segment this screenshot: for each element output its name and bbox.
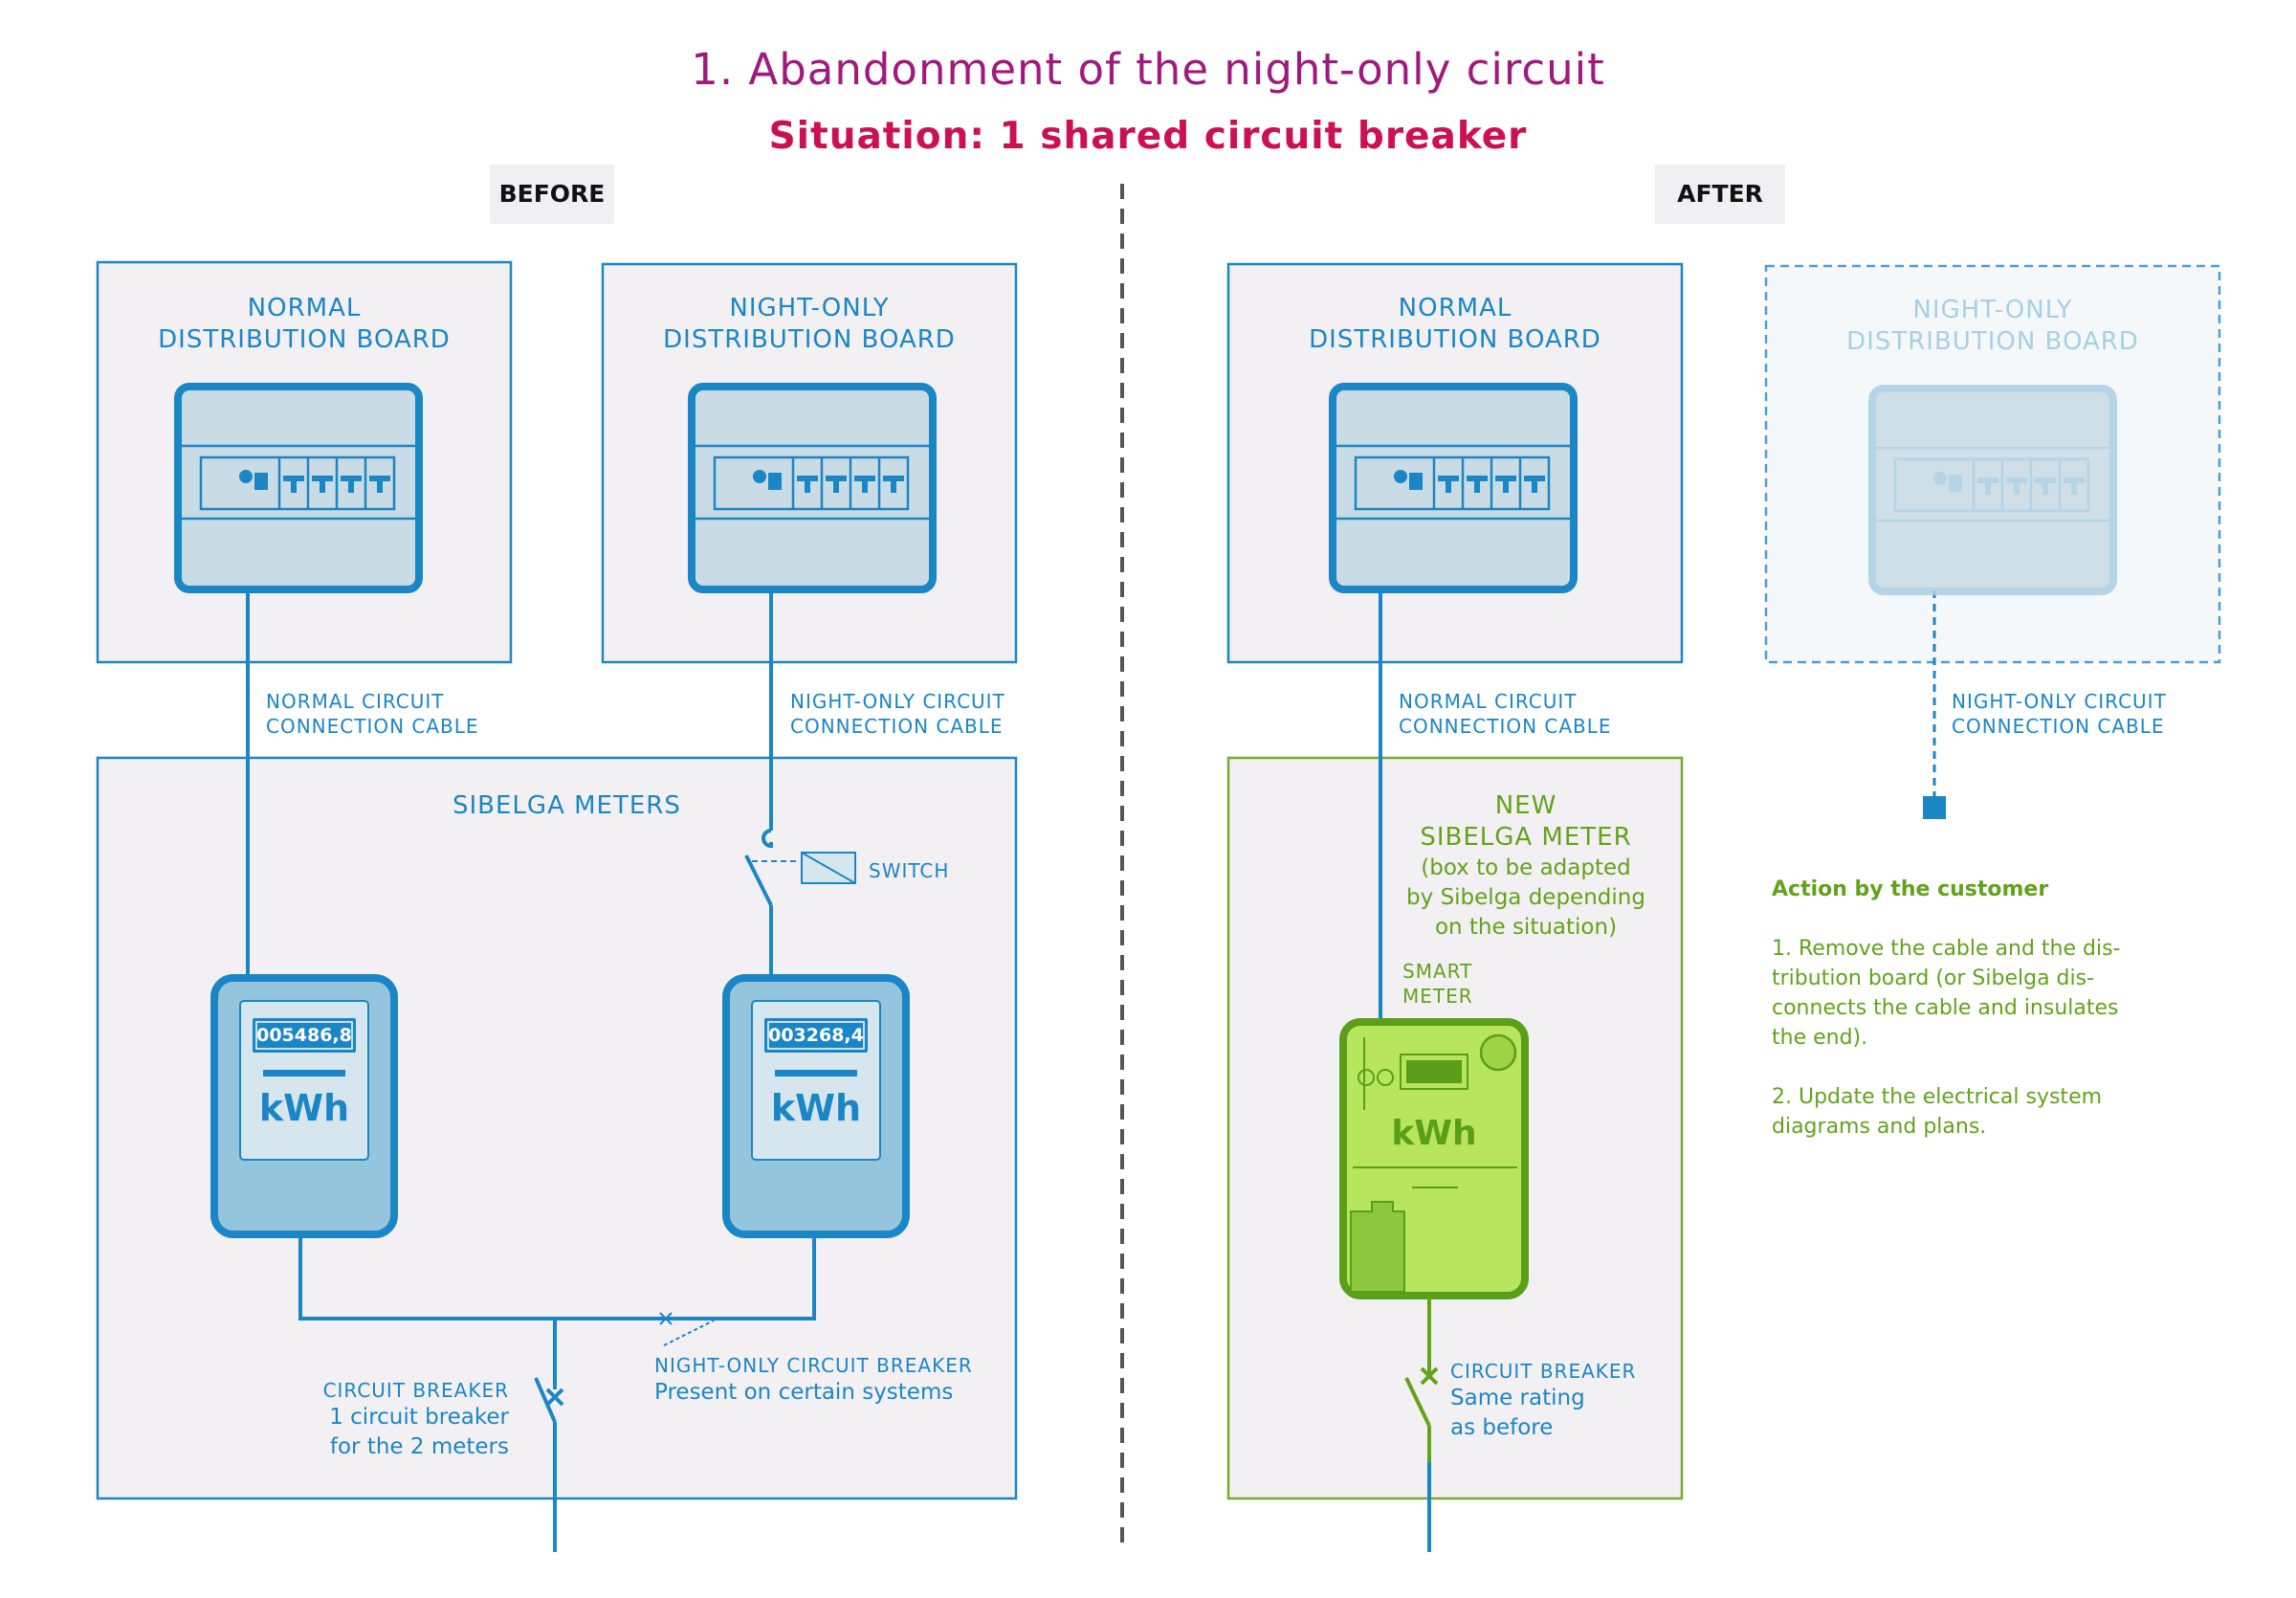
meter2-reading: 003268,4 <box>768 1025 864 1046</box>
night-board-label-before: NIGHT-ONLY DISTRIBUTION BOARD <box>603 293 1016 356</box>
breaker-cross-after <box>1420 1366 1439 1386</box>
customer-action-step2-line1: 2. Update the electrical system <box>1772 1085 2103 1109</box>
night-cable-label-line2: CONNECTION CABLE <box>790 715 1004 738</box>
normal-cable-label-line2: CONNECTION CABLE <box>266 715 479 738</box>
breaker-label-before: CIRCUIT BREAKER 1 circuit breaker for th… <box>287 1378 509 1462</box>
new-meter-line1: NEW <box>1494 791 1557 820</box>
smart-meter-unit: kWh <box>1391 1114 1477 1153</box>
new-meter-line2: SIBELGA METER <box>1420 823 1632 852</box>
switch-blade <box>744 854 773 906</box>
normal-board-label-line1: NORMAL <box>247 294 362 322</box>
new-meter-note2: by Sibelga depending <box>1406 885 1645 910</box>
breaker-cross <box>545 1387 564 1407</box>
normal-board-label-line1-after: NORMAL <box>1398 294 1512 322</box>
normal-board-label-line2-after: DISTRIBUTION BOARD <box>1309 325 1601 354</box>
breaker-line2-before: for the 2 meters <box>329 1434 509 1459</box>
night-breaker-label: NIGHT-ONLY CIRCUIT BREAKER Present on ce… <box>654 1353 973 1408</box>
before-tag: BEFORE <box>490 165 614 224</box>
insulated-end <box>1923 796 1946 819</box>
normal-board-label-line2: DISTRIBUTION BOARD <box>158 325 451 354</box>
customer-action-step1-line2: tribution board (or Sibelga dis- <box>1772 966 2095 990</box>
meters-title: SIBELGA METERS <box>453 791 681 820</box>
normal-cable-label-after: NORMAL CIRCUIT CONNECTION CABLE <box>1399 689 1612 739</box>
customer-action-step1-line3: connects the cable and insulates <box>1772 996 2119 1020</box>
night-cable-label-line1-after: NIGHT-ONLY CIRCUIT <box>1952 690 2167 713</box>
meter1-down <box>298 1236 555 1321</box>
night-breaker-note: Present on certain systems <box>654 1380 954 1405</box>
meter1-unit: kWh <box>258 1087 350 1129</box>
customer-action-panel: Action by the customer 1. Remove the cab… <box>1772 875 2231 1142</box>
night-cable-label-line1: NIGHT-ONLY CIRCUIT <box>790 690 1005 713</box>
breaker-line1-after: Same rating <box>1450 1386 1585 1410</box>
meter2-unit: kWh <box>770 1087 862 1129</box>
customer-action-step2-line2: diagrams and plans. <box>1772 1115 1987 1139</box>
after-tag: AFTER <box>1655 165 1785 224</box>
normal-cable-label-line1: NORMAL CIRCUIT <box>266 690 445 713</box>
normal-board-label-after: NORMAL DISTRIBUTION BOARD <box>1228 293 1682 356</box>
page-subtitle: Situation: 1 shared circuit breaker <box>768 115 1528 158</box>
night-board-symbol-after <box>1872 388 2113 591</box>
normal-board-symbol-after <box>1333 387 1574 589</box>
breaker-line2-after: as before <box>1450 1415 1554 1440</box>
breaker-label-after: CIRCUIT BREAKER Same rating as before <box>1450 1359 1636 1443</box>
breaker-blade <box>534 1377 557 1423</box>
page-title: 1. Abandonment of the night-only circuit <box>691 44 1605 95</box>
normal-cable-label-line2-after: CONNECTION CABLE <box>1399 715 1612 738</box>
night-cable-label-before: NIGHT-ONLY CIRCUIT CONNECTION CABLE <box>790 689 1005 739</box>
night-cable-label-line2-after: CONNECTION CABLE <box>1952 715 2165 738</box>
normal-board-label-before: NORMAL DISTRIBUTION BOARD <box>98 293 511 356</box>
breaker-line1-before: 1 circuit breaker <box>329 1405 509 1430</box>
night-cable-label-after: NIGHT-ONLY CIRCUIT CONNECTION CABLE <box>1952 689 2167 739</box>
normal-cable-label-line1-after: NORMAL CIRCUIT <box>1399 690 1578 713</box>
smart-meter-symbol <box>1339 1018 1529 1299</box>
smart-meter-line1: SMART <box>1402 960 1473 983</box>
night-board-label-line1-after: NIGHT-ONLY <box>1912 296 2073 324</box>
night-breaker-title: NIGHT-ONLY CIRCUIT BREAKER <box>654 1354 973 1377</box>
customer-action-step1-line1: 1. Remove the cable and the dis- <box>1772 937 2121 961</box>
smart-meter-line2: METER <box>1402 985 1473 1008</box>
night-breaker-dotted <box>663 1320 715 1346</box>
customer-action-title: Action by the customer <box>1772 877 2049 901</box>
normal-board-symbol-before <box>178 387 419 589</box>
switch-label: SWITCH <box>869 859 950 882</box>
night-board-label-line2: DISTRIBUTION BOARD <box>663 325 956 354</box>
breaker-title-before: CIRCUIT BREAKER <box>322 1379 509 1402</box>
switch-hook <box>762 829 773 849</box>
new-meter-note3: on the situation) <box>1434 915 1618 940</box>
new-meter-label: NEW SIBELGA METER (box to be adapted by … <box>1378 790 1674 943</box>
meter1-reading: 005486,8 <box>256 1025 352 1046</box>
breaker-title-after: CIRCUIT BREAKER <box>1450 1360 1637 1383</box>
smart-meter-label: SMART METER <box>1402 959 1473 1009</box>
normal-cable-label-before: NORMAL CIRCUIT CONNECTION CABLE <box>266 689 479 739</box>
new-meter-note1: (box to be adapted <box>1421 855 1631 880</box>
night-board-label-line1: NIGHT-ONLY <box>729 294 890 322</box>
night-board-label-after: NIGHT-ONLY DISTRIBUTION BOARD <box>1766 295 2219 358</box>
night-board-label-line2-after: DISTRIBUTION BOARD <box>1846 327 2139 356</box>
customer-action-step1-line4: the end). <box>1772 1026 1868 1050</box>
night-board-symbol-before <box>692 387 933 589</box>
breaker-blade-after <box>1404 1377 1431 1427</box>
